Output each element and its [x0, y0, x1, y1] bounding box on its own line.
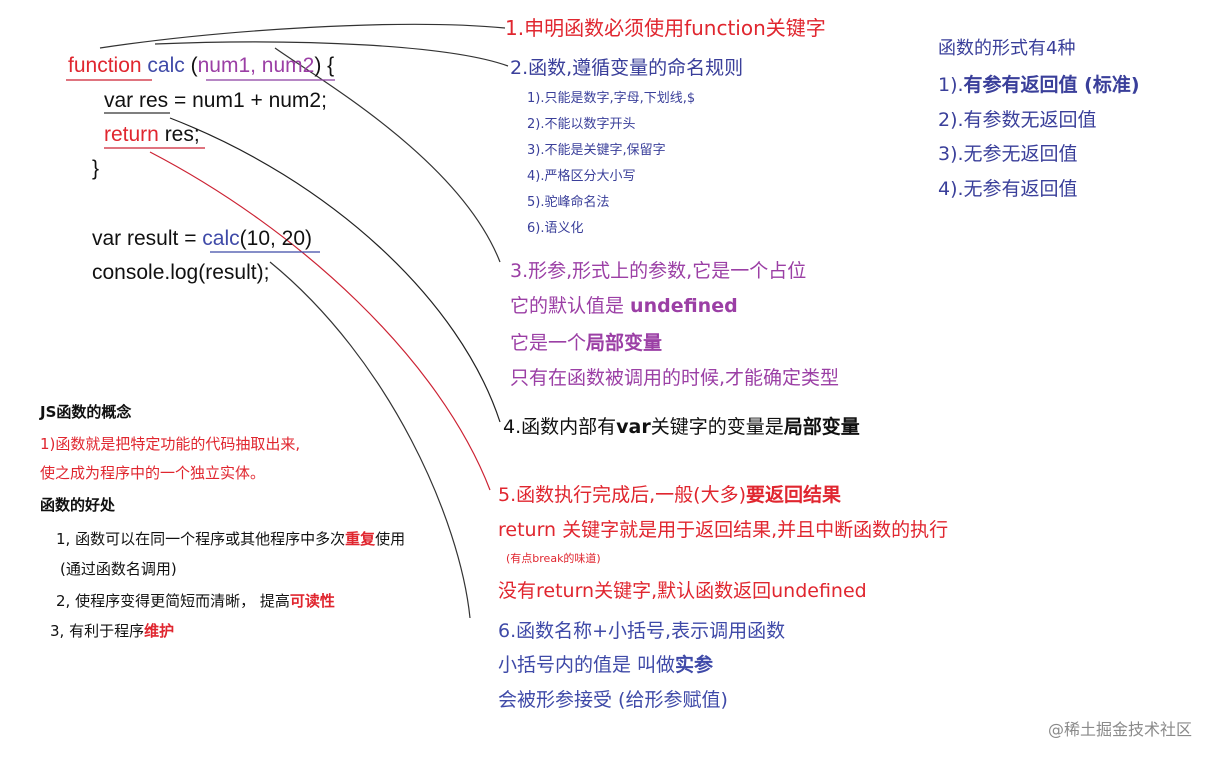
connector-call	[269, 261, 471, 619]
note-6-line-2: 小括号内的值是 叫做实参	[498, 656, 713, 675]
code-line-close: }	[92, 157, 100, 180]
keyword-function: function	[68, 54, 142, 77]
note-3-line-2: 它的默认值是 undefined	[510, 297, 738, 316]
note-3-line-3-text: 它是一个	[510, 332, 587, 354]
note-2-rule-4: 4).严格区分大小写	[527, 169, 636, 184]
benefit-3-bold: 维护	[144, 622, 175, 640]
note-5-line-4: 没有return关键字,默认函数返回undefined	[498, 580, 867, 602]
note-3-line-2-text: 它的默认值是	[510, 295, 631, 317]
note-4-text-2: 关键字的变量是	[650, 416, 784, 438]
actual-args-term: 实参	[675, 654, 714, 676]
benefit-1-sub: (通过函数名调用)	[60, 560, 177, 578]
note-6-line-2-text: 小括号内的值是 叫做	[498, 654, 676, 676]
code-line-function: function calc (num1, num2) {	[68, 55, 334, 76]
note-5-line-1: 5.函数执行完成后,一般(大多)要返回结果	[498, 486, 841, 505]
note-3-line-1: 3.形参,形式上的参数,它是一个占位	[510, 260, 807, 282]
code-line-console: console.log(result);	[92, 261, 270, 284]
call-prefix: var result =	[92, 227, 203, 250]
benefit-1: 1, 函数可以在同一个程序或其他程序中多次重复使用	[56, 532, 405, 547]
note-5-line-2: return 关键字就是用于返回结果,并且中断函数的执行	[498, 519, 949, 541]
note-2-rule-2: 2).不能以数字开头	[527, 117, 636, 132]
code-line-var: var res = num1 + num2;	[104, 89, 327, 112]
function-name: calc	[147, 54, 185, 77]
benefit-1-bold: 重复	[345, 530, 376, 548]
forms-title: 函数的形式有4种	[938, 38, 1076, 59]
note-6-line-3: 会被形参接受 (给形参赋值)	[498, 689, 728, 711]
keyword-return: return	[104, 123, 159, 146]
note-1: 1.申明函数必须使用function关键字	[505, 16, 826, 40]
note-5-line-1-text: 5.函数执行完成后,一般(大多)	[498, 484, 746, 506]
connector-calc-name	[154, 41, 509, 67]
connector-return	[149, 151, 491, 491]
connector-var-res	[169, 117, 501, 423]
forms-item-4: 4).无参有返回值	[938, 178, 1078, 200]
call-args: (10, 20)	[239, 227, 313, 250]
concept-title: JS函数的概念	[40, 403, 132, 421]
note-2-rule-6: 6).语义化	[527, 221, 584, 236]
benefit-2-text: 2, 使程序变得更简短而清晰， 提高	[56, 592, 290, 610]
forms-item-3: 3).无参无返回值	[938, 143, 1078, 165]
return-result-term: 要返回结果	[746, 484, 842, 506]
benefits-title: 函数的好处	[40, 496, 116, 514]
forms-item-1-num: 1).	[938, 74, 964, 96]
note-2-rule-1: 1).只能是数字,字母,下划线,$	[527, 91, 696, 106]
forms-item-1: 1).有参有返回值 (标准)	[938, 76, 1140, 95]
benefit-3: 3, 有利于程序维护	[50, 624, 174, 639]
connector-params	[274, 47, 501, 263]
connector-function	[99, 23, 506, 49]
note-4-text-1: 4.函数内部有	[503, 416, 617, 438]
forms-item-2: 2).有参数无返回值	[938, 109, 1097, 131]
var-keyword: var	[616, 416, 651, 438]
call-name: calc	[202, 227, 240, 250]
note-3-line-3: 它是一个局部变量	[510, 334, 662, 353]
local-variable-term: 局部变量	[586, 332, 663, 354]
forms-item-1-bold: 有参有返回值 (标准)	[963, 74, 1140, 96]
parameter-list: num1, num2	[197, 54, 315, 77]
benefit-1-text: 1, 函数可以在同一个程序或其他程序中多次	[56, 530, 346, 548]
paren-close: ) {	[314, 54, 335, 77]
note-2-title: 2.函数,遵循变量的命名规则	[510, 57, 744, 79]
note-2-rule-3: 3).不能是关键字,保留字	[527, 143, 666, 158]
concept-def-1: 1)函数就是把特定功能的代码抽取出来,	[40, 435, 301, 453]
benefit-2-bold: 可读性	[289, 592, 335, 610]
paren-open: (	[190, 54, 198, 77]
concept-def-2: 使之成为程序中的一个独立实体。	[40, 464, 266, 482]
benefit-1-post: 使用	[375, 530, 406, 548]
code-line-call: var result = calc(10, 20)	[92, 228, 312, 249]
note-5-line-3: (有点break的味道)	[506, 552, 601, 565]
note-3-line-4: 只有在函数被调用的时候,才能确定类型	[510, 367, 840, 389]
return-value: res;	[158, 123, 200, 146]
note-2-rule-5: 5).驼峰命名法	[527, 195, 610, 210]
undefined-keyword: undefined	[630, 295, 738, 317]
benefit-2: 2, 使程序变得更简短而清晰， 提高可读性	[56, 594, 335, 609]
code-line-return: return res;	[104, 124, 200, 145]
local-variable-bold: 局部变量	[783, 416, 860, 438]
note-4: 4.函数内部有var关键字的变量是局部变量	[503, 418, 860, 437]
watermark: @稀土掘金技术社区	[1048, 720, 1193, 739]
note-6-line-1: 6.函数名称+小括号,表示调用函数	[498, 620, 786, 642]
benefit-3-text: 3, 有利于程序	[50, 622, 145, 640]
